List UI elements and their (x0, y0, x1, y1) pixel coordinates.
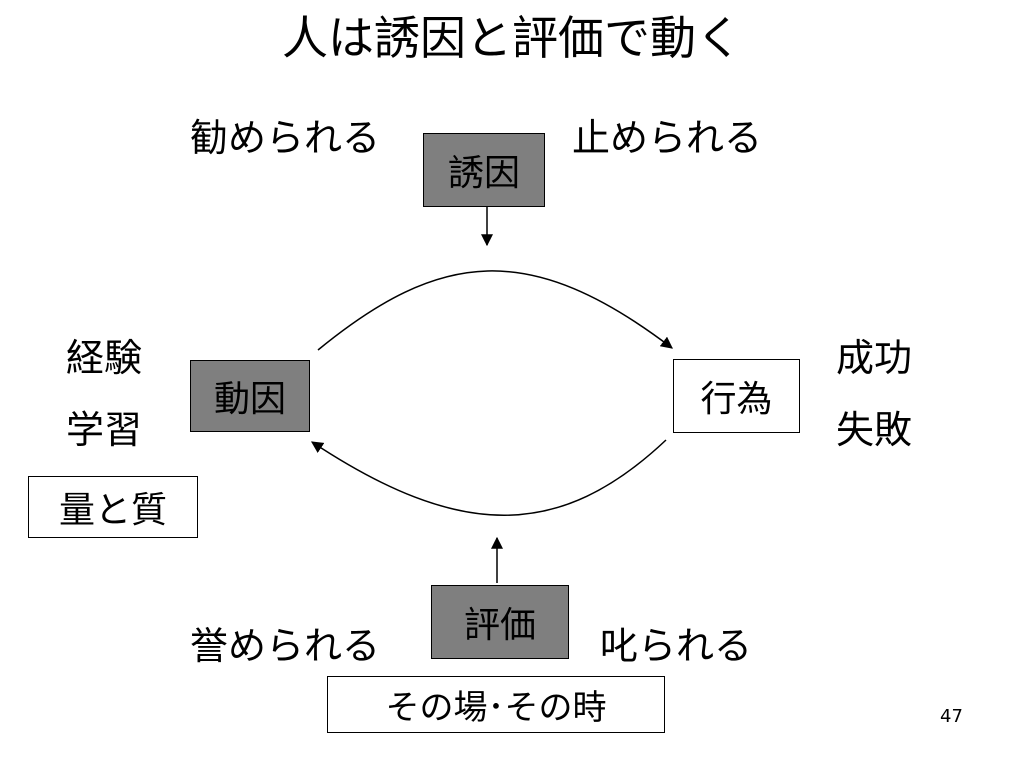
label-success: 成功 (836, 336, 913, 380)
lower-curve-arrow (310, 439, 667, 516)
timing-box: その場･その時 (327, 676, 665, 733)
label-learning: 学習 (66, 408, 143, 452)
label-praised: 誉められる (190, 624, 381, 668)
quantity-quality-box: 量と質 (28, 476, 198, 538)
label-scolded: 叱られる (600, 624, 753, 668)
evaluation-box: 評価 (431, 585, 569, 659)
page-number: 47 (940, 706, 963, 727)
action-box: 行為 (673, 359, 800, 433)
label-failure: 失敗 (836, 408, 913, 452)
label-experience: 経験 (66, 336, 143, 380)
label-stopped: 止められる (572, 116, 763, 160)
motive-box: 動因 (190, 360, 310, 432)
incentive-box: 誘因 (423, 133, 545, 207)
slide-title: 人は誘因と評価で動く (282, 11, 742, 65)
upper-curve-arrow (317, 270, 673, 351)
label-encouraged: 勧められる (190, 116, 381, 160)
